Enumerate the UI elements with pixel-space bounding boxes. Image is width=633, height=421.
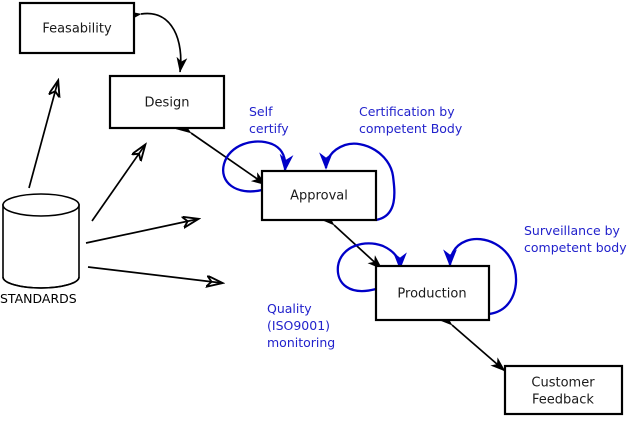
node-design[interactable]: Design bbox=[108, 74, 226, 130]
label-certification-competent-body: Certification by competent Body bbox=[359, 104, 463, 136]
node-design-label: Design bbox=[145, 96, 190, 111]
edge-standards-to-feasability bbox=[28, 81, 58, 189]
label-surveillance-competent-body: Surveillance by competent body bbox=[524, 223, 627, 255]
edge-production-customer-feedback bbox=[437, 311, 506, 372]
cylinder-bottom-arc bbox=[2, 276, 80, 289]
node-approval[interactable]: Approval bbox=[260, 169, 378, 222]
label-self-certify: Self certify bbox=[249, 104, 289, 136]
node-customer-feedback-label-line2: Feedback bbox=[532, 393, 594, 408]
node-customer-feedback-label-line1: Customer bbox=[531, 376, 595, 391]
node-approval-box bbox=[260, 169, 378, 222]
edge-standards-to-approval bbox=[85, 219, 198, 244]
label-self-certify-line1: Self bbox=[249, 104, 273, 119]
node-approval-label: Approval bbox=[290, 189, 348, 204]
label-surveillance-line2: competent body bbox=[524, 240, 627, 255]
node-feasability[interactable]: Feasability bbox=[18, 1, 136, 55]
edge-standards-to-design bbox=[91, 145, 145, 222]
cylinder-top bbox=[2, 193, 80, 217]
edge-feasability-design bbox=[125, 10, 188, 73]
loop-certification-competent-body bbox=[319, 142, 396, 222]
edge-design-approval bbox=[175, 120, 267, 186]
node-standards-label: STANDARDS bbox=[0, 291, 77, 306]
node-production-box bbox=[374, 264, 491, 322]
label-quality-line3: monitoring bbox=[267, 335, 335, 350]
label-quality-line2: (ISO9001) bbox=[267, 318, 330, 333]
node-feasability-box bbox=[18, 1, 136, 55]
node-standards[interactable]: STANDARDS bbox=[0, 193, 80, 306]
label-certification-line1: Certification by bbox=[359, 104, 455, 119]
node-customer-feedback[interactable]: Customer Feedback bbox=[503, 364, 624, 416]
label-surveillance-line1: Surveillance by bbox=[524, 223, 621, 238]
loop-quality-monitoring bbox=[336, 242, 407, 293]
node-customer-feedback-box bbox=[503, 364, 624, 416]
label-quality-monitoring: Quality (ISO9001) monitoring bbox=[267, 301, 335, 350]
node-design-box bbox=[108, 74, 226, 130]
label-certification-line2: competent Body bbox=[359, 121, 463, 136]
cylinder-body bbox=[2, 204, 80, 289]
label-self-certify-line2: certify bbox=[249, 121, 289, 136]
loop-surveillance-competent-body bbox=[443, 237, 518, 316]
node-production-label: Production bbox=[397, 287, 466, 302]
label-quality-line1: Quality bbox=[267, 301, 312, 316]
node-feasability-label: Feasability bbox=[42, 22, 112, 37]
node-production[interactable]: Production bbox=[374, 264, 491, 322]
loop-self-certify bbox=[221, 140, 294, 193]
edge-approval-production bbox=[319, 211, 383, 270]
edge-standards-to-production bbox=[87, 266, 222, 283]
